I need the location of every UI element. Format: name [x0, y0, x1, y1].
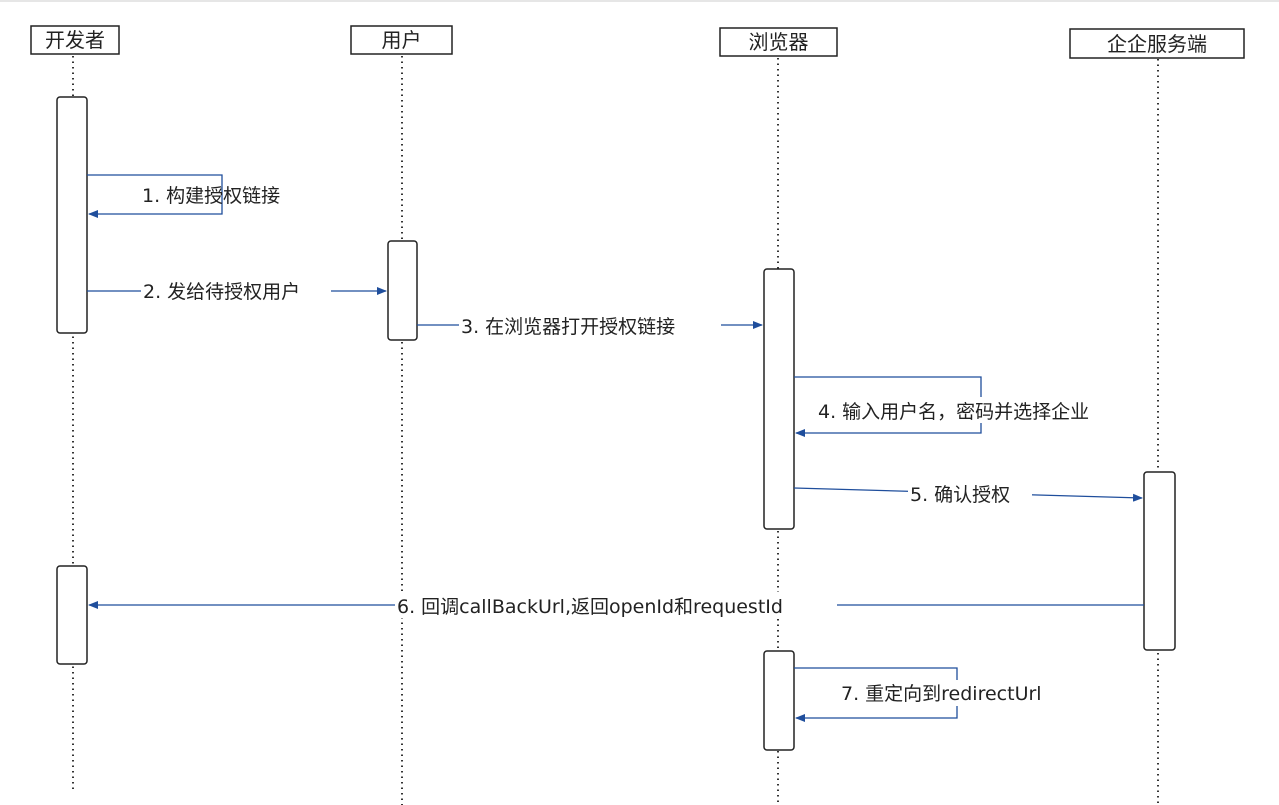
participant-user-label: 用户 [382, 28, 422, 52]
activation-browser-2 [763, 650, 795, 751]
message-6-label: 6. 回调callBackUrl,返回openId和requestId [397, 596, 783, 618]
message-3: 3. 在浏览器打开授权链接 [417, 312, 763, 338]
top-border [0, 0, 1279, 2]
message-5: 5. 确认授权 [793, 480, 1143, 506]
message-7-label: 7. 重定向到redirectUrl [841, 683, 1042, 705]
message-6-label-bg [395, 592, 837, 618]
participant-user: 用户 [350, 25, 453, 55]
message-7: 7. 重定向到redirectUrl [794, 667, 1075, 722]
message-5-label: 5. 确认授权 [910, 484, 1010, 506]
message-4: 4. 输入用户名，密码并选择企业 [794, 376, 1146, 437]
activation-developer-1 [56, 96, 88, 334]
message-6: 6. 回调callBackUrl,返回openId和requestId [88, 592, 1144, 618]
message-1: 1. 构建授权链接 [87, 174, 280, 218]
activation-user [387, 240, 418, 341]
message-2-label: 2. 发给待授权用户 [143, 281, 300, 303]
message-1-label: 1. 构建授权链接 [142, 185, 280, 207]
message-7-label-bg [839, 680, 1075, 706]
participant-developer-label: 开发者 [45, 28, 105, 52]
message-4-label: 4. 输入用户名，密码并选择企业 [818, 401, 1089, 423]
message-2: 2. 发给待授权用户 [87, 277, 387, 303]
message-3-label: 3. 在浏览器打开授权链接 [461, 316, 675, 338]
message-5-label-bg [908, 480, 1032, 506]
participant-browser-label: 浏览器 [749, 30, 809, 54]
activation-enterprise-server [1143, 471, 1176, 651]
activation-browser-1 [763, 268, 795, 530]
participant-browser: 浏览器 [719, 27, 838, 57]
message-1-arrow [87, 174, 223, 218]
message-4-label-bg [816, 397, 1146, 423]
message-3-label-bg [459, 312, 721, 338]
participant-enterprise-server: 企企服务端 [1069, 28, 1245, 59]
message-2-label-bg [141, 277, 331, 303]
participant-developer: 开发者 [30, 25, 120, 55]
participant-enterprise-server-label: 企企服务端 [1107, 32, 1207, 56]
activation-developer-2 [56, 565, 88, 665]
